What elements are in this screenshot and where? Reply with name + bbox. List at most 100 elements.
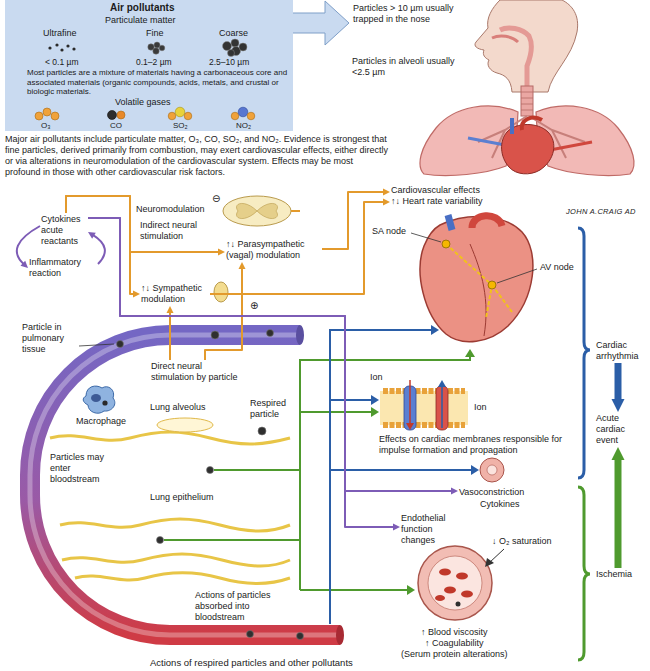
gas-molecule-icons-part — [168, 112, 176, 120]
gas-molecule-icons-part — [238, 107, 248, 117]
lung-tissue-part — [157, 418, 213, 432]
connector — [66, 196, 140, 298]
effect-label: ↑ Blood viscosity↑ Coagulability(Serum p… — [400, 626, 509, 661]
vessel-cross-sections-part — [461, 591, 473, 598]
gas-molecule-icons-part — [117, 111, 125, 119]
green-pathways-part — [164, 539, 300, 541]
node-subtext: Most particles are a mixture of material… — [27, 68, 289, 97]
node-text: ↑ Blood viscosity — [401, 627, 508, 638]
node-text: Direct neural stimulation by particle — [151, 361, 241, 383]
heart-illustration-part — [420, 217, 533, 342]
vessel-cross-sections-part — [489, 549, 504, 563]
block-arrow — [292, 1, 349, 45]
node-subtext: (Serum protein alterations) — [401, 649, 508, 660]
heart-illustration-part — [497, 269, 537, 283]
cardiac-membrane-part — [438, 380, 446, 387]
brackets-part — [578, 228, 590, 478]
note-box: Particles > 10 µm usually trapped in the… — [352, 2, 470, 26]
connector-line — [88, 218, 394, 527]
node-text: Endothelial function changes — [401, 513, 461, 546]
cardiac-membrane-part — [380, 391, 468, 425]
head-lung-illustration-part — [522, 118, 542, 130]
head-lung-illustration-part — [521, 92, 533, 110]
heart-illustration-part — [411, 233, 441, 242]
connector — [66, 196, 225, 256]
macrophage-part — [102, 400, 107, 405]
lung-tissue-part — [75, 573, 290, 584]
gas-molecule-icons-part — [175, 107, 185, 117]
connector-line — [169, 312, 171, 360]
process-label: Neuromodulation — [136, 204, 205, 215]
particle-icons-part — [55, 43, 58, 46]
connector — [88, 232, 105, 264]
arrowhead — [218, 249, 225, 256]
part-label: AV node — [540, 262, 574, 273]
vessel-cross-sections-part — [439, 569, 451, 576]
part-label: Ion — [474, 402, 487, 413]
vessel-cross-sections-part — [456, 573, 468, 580]
lung-tissue-part — [50, 432, 290, 444]
outcome-label: Cardiac arrhythmia — [595, 339, 647, 363]
head-lung-illustration — [420, 0, 634, 176]
blue-pathways-part — [330, 469, 472, 471]
part-label: Ion — [370, 372, 383, 383]
node-subtext: ↑↓ Heart rate variability — [391, 196, 483, 207]
note-label: Particles in alveoli usually <2.5 µm — [352, 56, 462, 78]
connector-line — [210, 202, 384, 294]
part-label: Particles may enter bloodstream — [50, 452, 122, 485]
connector — [292, 1, 349, 45]
node-text: Cytokines acute reactants — [41, 214, 87, 247]
arrowhead — [88, 232, 96, 239]
description-paragraph: Major air pollutants include particulate… — [5, 134, 390, 178]
node-subtext: Ultrafine — [43, 28, 77, 39]
node-subtext: CO — [110, 121, 122, 131]
arrowhead — [451, 488, 458, 495]
green-pathways-part — [300, 411, 372, 413]
connector — [612, 447, 625, 568]
blue-pathways-part — [330, 399, 372, 401]
lung-tissue-part — [62, 554, 290, 566]
sympathetic-ganglion — [214, 282, 228, 302]
particle-icons-part — [239, 43, 247, 51]
gas-molecule-icons-part — [51, 112, 59, 120]
node-text: Particles > 10 µm usually trapped in the… — [353, 3, 469, 25]
pollutant-panel: Air pollutantsParticulate matterUltrafin… — [5, 0, 293, 131]
arrowhead — [383, 199, 390, 206]
particle-icons-part — [231, 39, 239, 47]
node-subtext: Particulate matter — [105, 15, 176, 26]
part-label: Actions of particles absorbed into blood… — [195, 590, 292, 623]
heart-illustration-part — [448, 215, 452, 230]
outcome-label: Acute cardiac event — [595, 412, 647, 447]
arrowhead — [612, 399, 625, 412]
green-pathways-part — [371, 407, 379, 417]
part-label: ↓ O₂ saturation — [492, 536, 552, 547]
cardiac-membrane-part — [436, 386, 448, 430]
green-pathways-part — [300, 589, 408, 591]
node-text: Effects on cardiac membranes responsible… — [379, 434, 579, 456]
process-label: Cytokines acute reactants — [40, 213, 88, 248]
connector-line — [615, 458, 622, 568]
connector — [167, 306, 174, 360]
spinal-cord-ganglion-part — [291, 210, 300, 212]
vessel-loop — [30, 325, 344, 645]
spinal-cord-ganglion — [223, 196, 300, 226]
part-label: Respired particle — [250, 398, 292, 420]
gas-molecule-icons-part — [35, 112, 43, 120]
particle-icons-part — [159, 45, 165, 51]
cardiac-membrane-part — [383, 391, 465, 425]
part-label: Lung epithelium — [150, 492, 214, 503]
vessel-cross-sections-part — [485, 558, 494, 567]
brackets — [578, 228, 590, 660]
connector-line — [322, 192, 384, 249]
head-lung-illustration-part — [510, 118, 514, 134]
gas-molecule-icons-part — [43, 108, 51, 116]
connector-line — [205, 268, 242, 360]
caption: Actions of respired particles and other … — [150, 657, 353, 668]
vessel-cross-sections-part — [418, 546, 492, 620]
connector-line — [93, 235, 105, 264]
node-subtext: SO₂ — [173, 121, 188, 131]
vessel-cross-sections-part — [487, 465, 497, 475]
connector — [612, 363, 625, 412]
vessel-cross-sections-part — [456, 602, 461, 607]
